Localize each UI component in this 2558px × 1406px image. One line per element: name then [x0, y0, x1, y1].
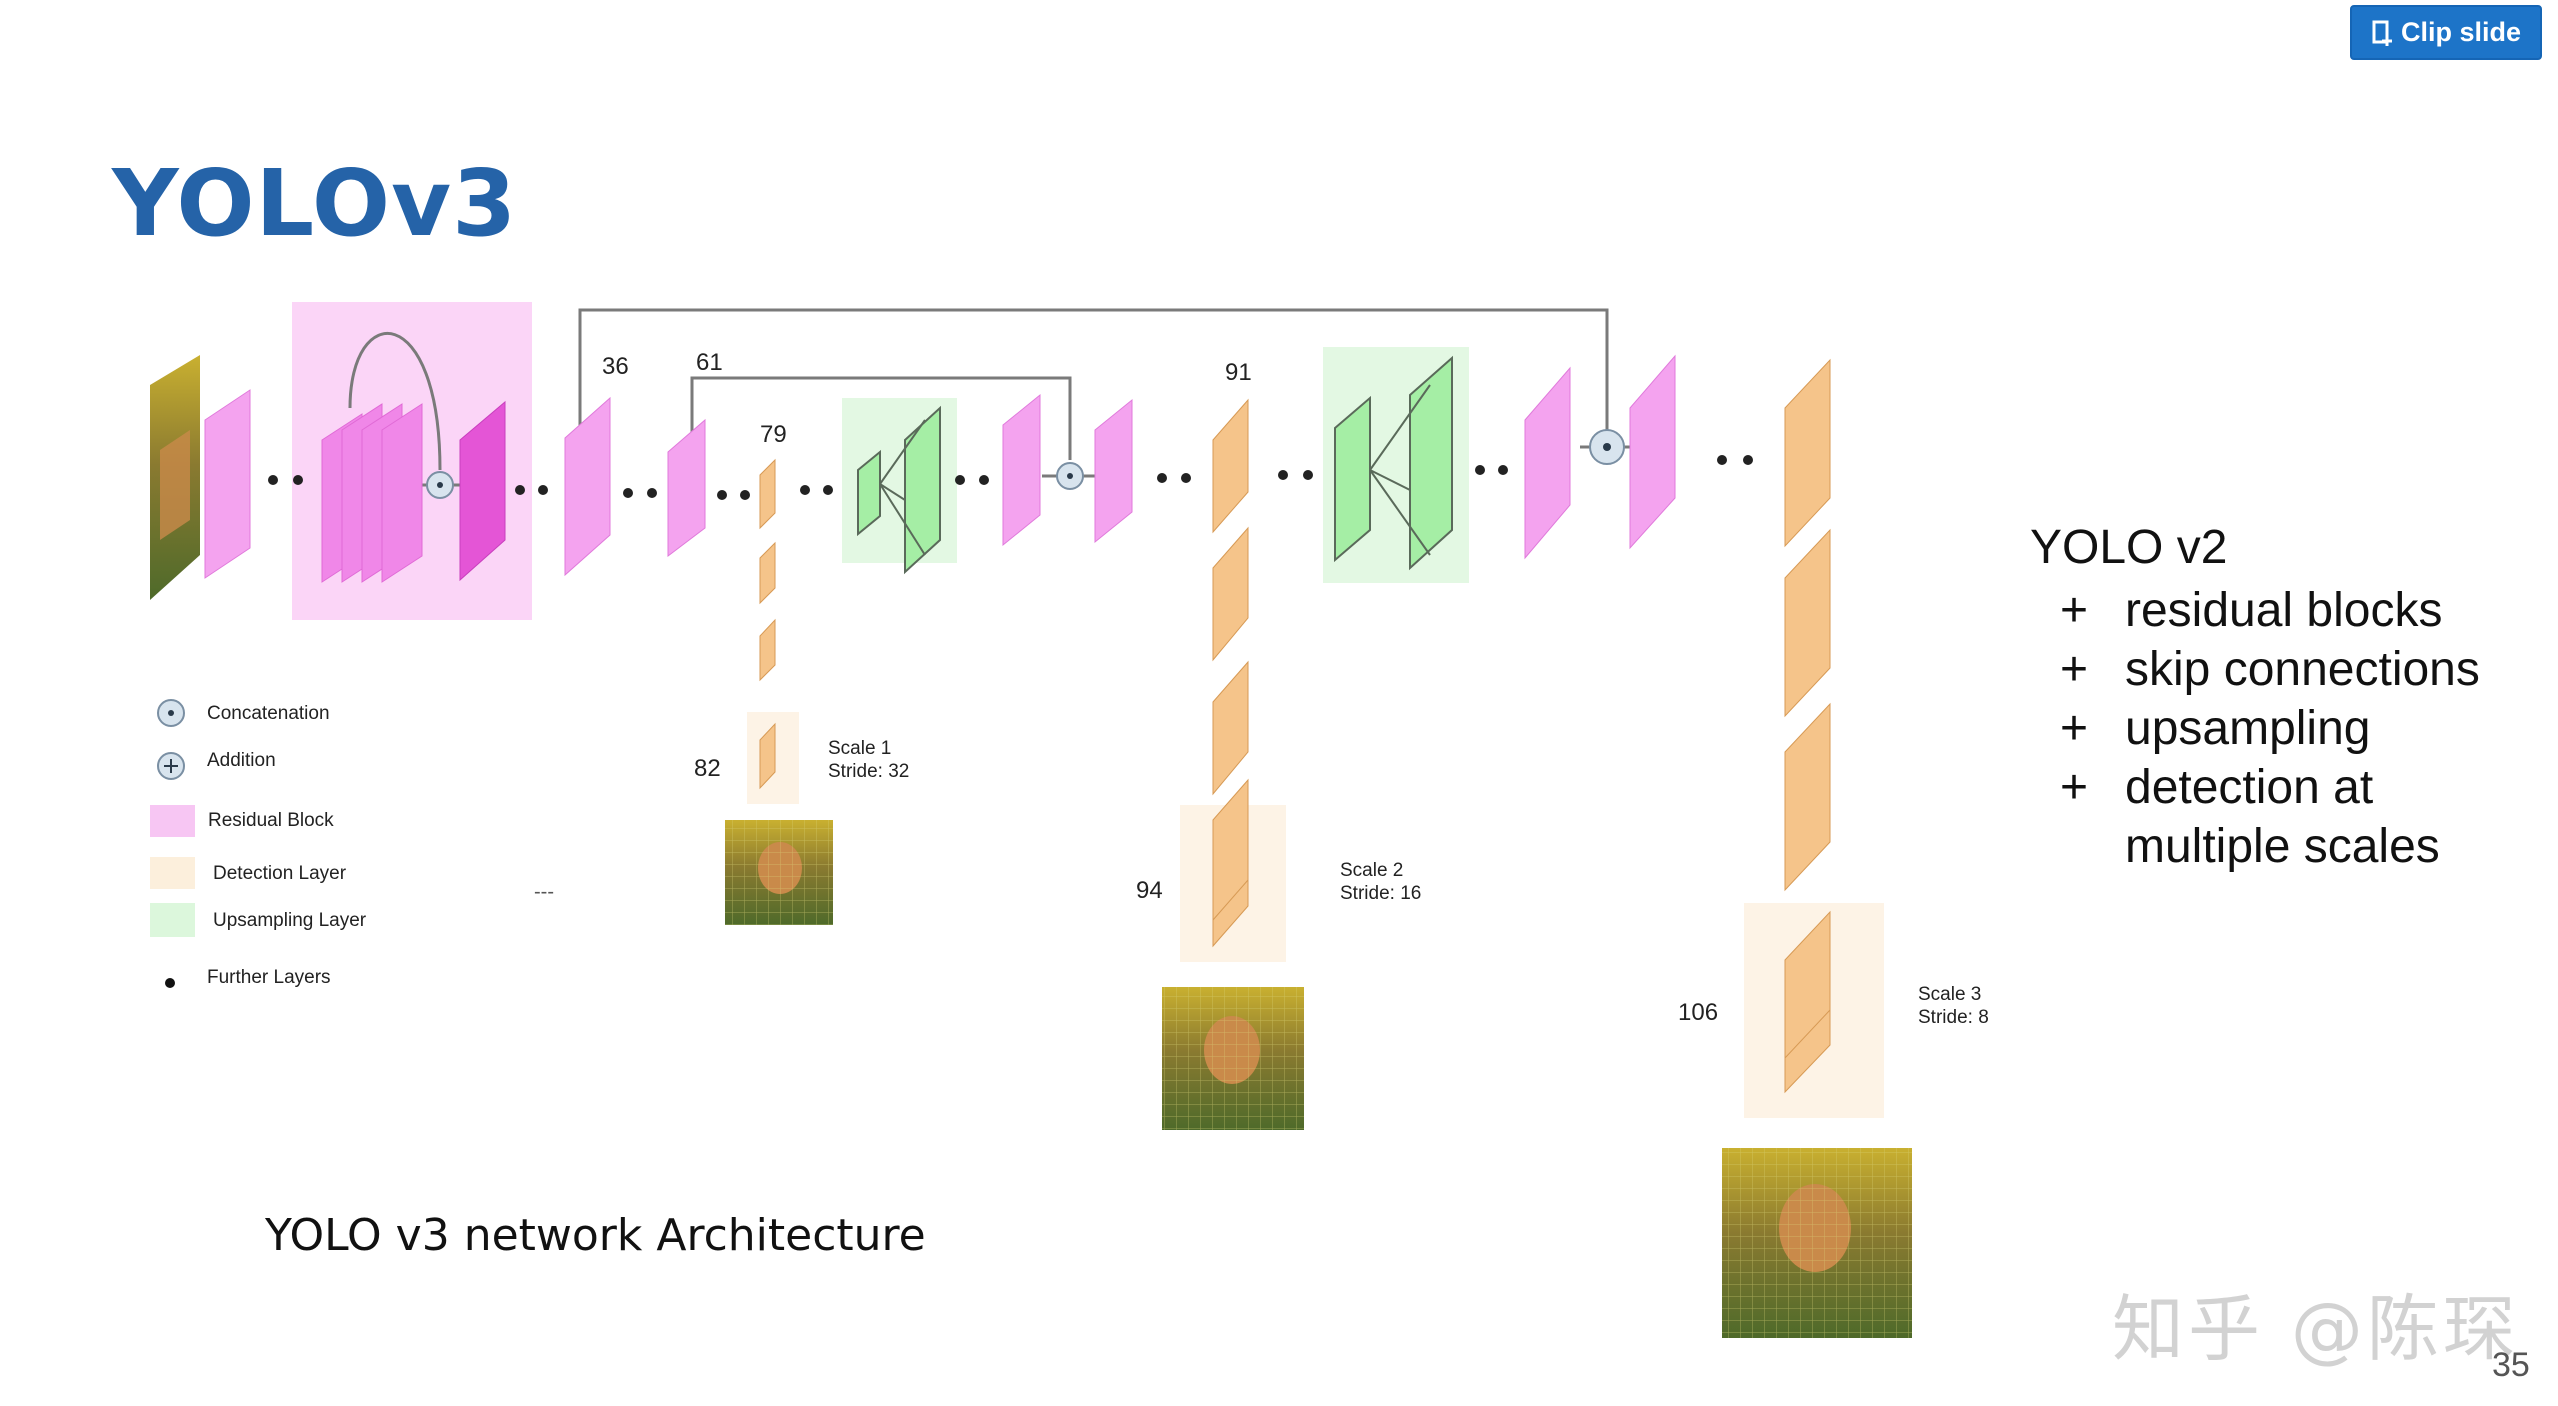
notes-item-text: multiple scales — [2125, 820, 2440, 873]
legend-label-addition: Addition — [207, 750, 276, 771]
scale-1-name: Scale 1 — [828, 738, 891, 759]
clip-icon — [2372, 20, 2392, 46]
legend-dash: --- — [534, 881, 554, 903]
skip-connections — [348, 308, 1640, 487]
notes-item: + skip connections — [2030, 640, 2480, 699]
notes-item-text: skip connections — [2125, 643, 2480, 696]
legend-label-detection: Detection Layer — [213, 863, 347, 884]
bullet-plus: + — [2060, 761, 2089, 814]
scale-1-stride: Stride: 32 — [828, 761, 909, 782]
conv-layer-61 — [667, 418, 706, 558]
watermark: 知乎 @陈琛 — [2112, 1287, 2519, 1371]
output-image-scale-1 — [725, 820, 833, 925]
legend-upsampling-swatch — [150, 903, 195, 937]
further-layer-dots — [268, 455, 1753, 500]
output-image-scale-3 — [1722, 1148, 1912, 1338]
legend: Concatenation Addition Residual Block De… — [150, 699, 367, 988]
notes-item-text: residual blocks — [2125, 584, 2443, 637]
legend-label-upsampling: Upsampling Layer — [213, 910, 367, 931]
input-image — [150, 355, 200, 600]
merge-nodes — [426, 429, 1625, 499]
layer-label-94: 94 — [1136, 877, 1163, 904]
output-image-scale-2 — [1162, 987, 1304, 1130]
notes-item-text: upsampling — [2125, 702, 2371, 755]
page-number: 35 — [2492, 1346, 2530, 1384]
conv-layer — [1002, 393, 1041, 547]
bullet-plus: + — [2060, 584, 2089, 637]
conv-layer — [1524, 366, 1571, 560]
layer-label-61: 61 — [696, 349, 723, 376]
residual-output-layer — [459, 400, 506, 582]
detection-layers — [759, 358, 1831, 1094]
residual-layer — [381, 403, 423, 583]
legend-detection-swatch — [150, 857, 195, 889]
notes-heading: YOLO v2 — [2030, 521, 2228, 574]
conv-layer — [1094, 398, 1133, 544]
bullet-plus: + — [2060, 702, 2089, 755]
scale-3-name: Scale 3 — [1918, 984, 1981, 1005]
conv-layer-36 — [564, 396, 611, 577]
conv-layer — [204, 389, 251, 579]
notes-item: + residual blocks — [2030, 581, 2480, 640]
clip-slide-button[interactable]: Clip slide — [2350, 5, 2542, 60]
diagram-caption: YOLO v3 network Architecture — [265, 1210, 926, 1261]
conv-layers — [204, 354, 1676, 583]
upsampling-layers — [857, 355, 1453, 575]
conv-layer — [1629, 354, 1676, 550]
notes-item: + upsampling — [2030, 699, 2480, 758]
notes-item-text: detection at — [2125, 761, 2374, 814]
layer-label-79: 79 — [760, 421, 787, 448]
clip-slide-label: Clip slide — [2400, 17, 2522, 47]
scale-2-name: Scale 2 — [1340, 860, 1403, 881]
notes-list: YOLO v2 + residual blocks + skip connect… — [2030, 520, 2480, 876]
layer-label-82: 82 — [694, 755, 721, 782]
scale-3-stride: Stride: 8 — [1918, 1007, 1989, 1028]
legend-label-residual: Residual Block — [208, 810, 334, 831]
notes-item: + detection at — [2030, 758, 2480, 817]
legend-residual-swatch — [150, 805, 195, 837]
legend-further-dot-icon — [165, 978, 175, 988]
layer-label-36: 36 — [602, 353, 629, 380]
slide-title: YOLOv3 — [112, 150, 518, 257]
scale-2-stride: Stride: 16 — [1340, 883, 1421, 904]
notes-item-continued: multiple scales — [2030, 817, 2480, 876]
legend-label-concatenation: Concatenation — [207, 703, 330, 724]
bullet-plus: + — [2060, 643, 2089, 696]
legend-label-further: Further Layers — [207, 967, 331, 988]
layer-label-91: 91 — [1225, 359, 1252, 386]
layer-label-106: 106 — [1678, 999, 1718, 1026]
